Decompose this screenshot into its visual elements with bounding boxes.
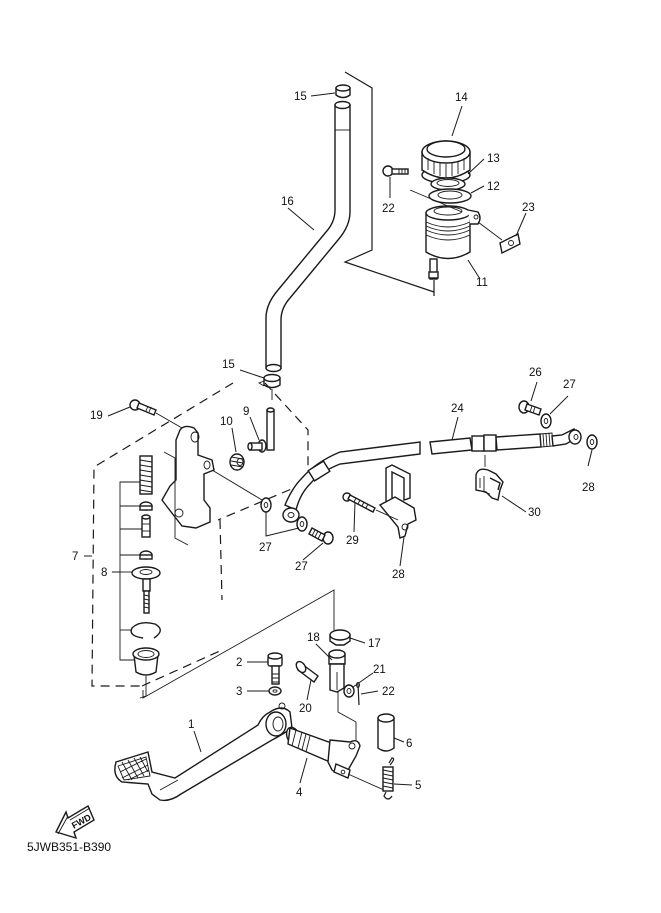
callout-12: 12: [487, 181, 500, 193]
callout-7: 7: [72, 551, 78, 563]
part-reservoir-hose[interactable]: [265, 100, 351, 373]
callout-17: 17: [368, 638, 381, 650]
callout-19: 19: [90, 410, 103, 422]
part-diaphragm[interactable]: [428, 188, 472, 204]
part-cotter-pin[interactable]: [356, 682, 360, 706]
bolt-axis: [155, 412, 183, 429]
leader-lines: [84, 92, 593, 786]
callout-26-lower: 27: [295, 561, 308, 573]
callout-14: 14: [455, 92, 468, 104]
reservoir-bolt-axis: [409, 189, 463, 213]
part-pedal-washer[interactable]: [268, 686, 282, 696]
part-washer-4[interactable]: [586, 434, 598, 450]
part-piston-cup-1[interactable]: [139, 501, 153, 511]
plate-nut-axis: [477, 221, 503, 241]
callout-8: 8: [101, 567, 107, 579]
part-hose-guide-bolt[interactable]: [342, 492, 376, 513]
part-union-bolt-2[interactable]: [518, 400, 542, 416]
part-hose-clamp-lower[interactable]: [257, 373, 281, 389]
part-nut[interactable]: [329, 629, 351, 646]
callout-3: 3: [236, 686, 242, 698]
callout-26-upper: 26: [529, 367, 542, 379]
part-pedal-bolt[interactable]: [267, 652, 283, 685]
callout-27-left: 27: [259, 542, 272, 554]
callout-9: 9: [243, 406, 249, 418]
callout-21: 21: [373, 664, 386, 676]
part-dust-boot[interactable]: [132, 647, 160, 676]
callout-15-lower: 15: [222, 359, 235, 371]
banjo-axis: [211, 469, 263, 501]
callout-2: 2: [236, 657, 242, 669]
callout-16: 16: [281, 196, 294, 208]
callout-13: 13: [487, 153, 500, 165]
part-clevis[interactable]: [328, 649, 346, 693]
part-hose-clamp-upper[interactable]: [335, 84, 351, 99]
kit-bracket-lines: [119, 481, 142, 661]
part-hose-clamp[interactable]: [475, 468, 504, 501]
callout-11: 11: [476, 277, 488, 289]
clevis-axis: [337, 692, 357, 740]
part-reservoir-cap[interactable]: [421, 140, 471, 184]
callout-24: 23: [522, 202, 535, 214]
part-washer-3[interactable]: [540, 413, 552, 429]
callout-27-upper: 27: [563, 379, 576, 391]
callout-28: 28: [392, 569, 405, 581]
part-brake-shaft[interactable]: [284, 725, 361, 779]
part-reservoir-tank[interactable]: [425, 205, 481, 280]
callout-4: 4: [296, 787, 303, 799]
callout-20: 20: [299, 703, 312, 715]
part-washer-1[interactable]: [260, 497, 272, 513]
drawing-code: 5JWB351-B390: [27, 840, 111, 854]
part-circlip[interactable]: [130, 621, 161, 639]
part-piston-spring[interactable]: [139, 455, 153, 495]
callout-23: 22: [382, 203, 395, 215]
part-piston-cup-2[interactable]: [139, 550, 153, 560]
callout-25: 24: [451, 403, 464, 415]
callout-22: 22: [382, 686, 395, 698]
part-hose-joint[interactable]: [247, 407, 275, 453]
reservoir-bracket-line: [343, 71, 435, 296]
part-union-bolt-1[interactable]: [308, 527, 334, 545]
fwd-arrow-icon: FWD: [55, 804, 95, 840]
callout-30: 30: [528, 507, 541, 519]
part-master-cylinder-bolt[interactable]: [129, 399, 157, 416]
part-plate-nut[interactable]: [499, 232, 521, 255]
callout-5: 5: [415, 780, 421, 792]
master-cylinder-assembly-outline: [91, 382, 309, 687]
part-washer-2[interactable]: [296, 516, 308, 532]
part-collar[interactable]: [377, 713, 395, 752]
callout-10: 10: [220, 416, 233, 428]
part-pin-washer[interactable]: [343, 684, 355, 698]
part-push-rod[interactable]: [131, 566, 161, 614]
part-piston[interactable]: [141, 514, 151, 538]
part-diaphragm-plate[interactable]: [430, 177, 466, 191]
part-return-spring[interactable]: [382, 757, 395, 800]
part-reservoir-bolt[interactable]: [382, 165, 409, 177]
part-hose-guide[interactable]: [378, 464, 417, 539]
rod-bracket-line: [142, 589, 335, 699]
callout-27-right: 28: [582, 482, 595, 494]
callout-29: 29: [346, 535, 359, 547]
part-brake-pedal[interactable]: [114, 702, 293, 802]
part-clevis-pin[interactable]: [294, 660, 319, 684]
part-master-cylinder-body[interactable]: [161, 425, 215, 529]
callout-15-upper: 15: [294, 91, 307, 103]
guide-bolt-axis: [375, 509, 399, 521]
part-brake-hose[interactable]: [282, 428, 582, 523]
part-oring[interactable]: [229, 453, 245, 471]
body-bracket-line: [163, 451, 189, 546]
callout-18: 18: [307, 632, 320, 644]
callout-6: 6: [406, 738, 412, 750]
spring-axis: [347, 773, 385, 791]
callout-1: 1: [188, 719, 194, 731]
callout-labels: 15 14 13 12 11 22 23 16 15 19 10 9 8 7 2…: [72, 91, 595, 799]
